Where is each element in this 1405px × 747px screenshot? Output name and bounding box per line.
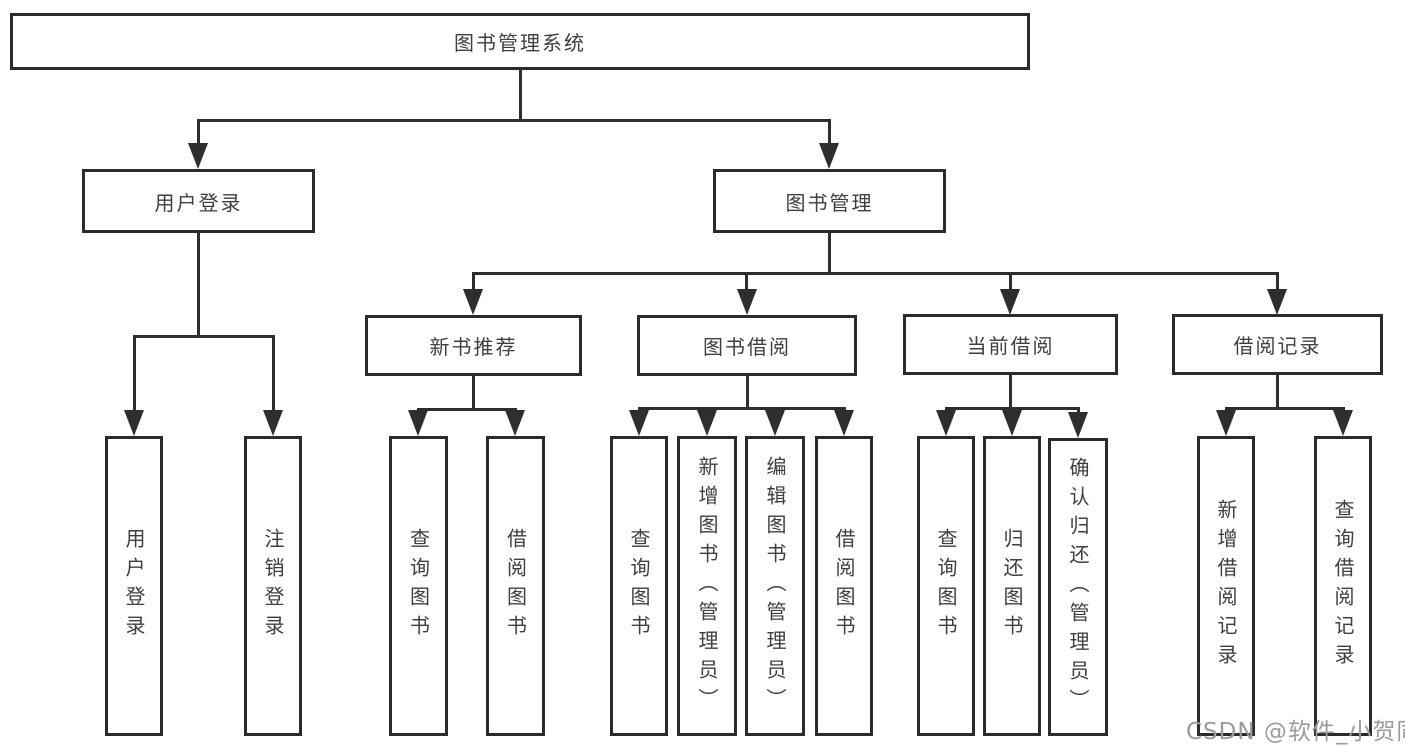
- connector-line: [828, 233, 831, 274]
- connector-line: [197, 233, 200, 337]
- leaf-query-books-3: 查询图书: [917, 436, 975, 736]
- arrow-down-icon: [834, 410, 854, 436]
- arrow-down-icon: [629, 410, 649, 436]
- node-user-login: 用户登录: [82, 169, 315, 233]
- arrow-down-icon: [1000, 289, 1020, 315]
- arrow-down-icon: [819, 143, 839, 169]
- arrow-down-icon: [1216, 410, 1236, 436]
- arrow-down-icon: [124, 410, 144, 436]
- leaf-query-borrow-record: 查询借阅记录: [1314, 436, 1372, 736]
- arrow-down-icon: [737, 289, 757, 315]
- leaf-borrow-books: 借阅图书: [486, 436, 545, 736]
- arrow-down-icon: [1267, 289, 1287, 315]
- connector-line: [1276, 375, 1279, 409]
- arrow-down-icon: [1002, 410, 1022, 436]
- leaf-borrow-books-2: 借阅图书: [815, 436, 873, 736]
- connector-line: [133, 335, 136, 413]
- connector-line: [519, 70, 522, 122]
- leaf-add-books-admin: 新增图书（管理员）: [677, 436, 737, 736]
- leaf-add-borrow-record: 新增借阅记录: [1197, 436, 1255, 736]
- arrow-down-icon: [188, 143, 208, 169]
- connector-line: [639, 407, 845, 410]
- connector-line: [197, 119, 200, 149]
- arrow-down-icon: [936, 410, 956, 436]
- watermark: CSDN @软件_小贺同学: [1186, 719, 1405, 745]
- connector-line: [1009, 272, 1012, 292]
- node-book-borrowing: 图书借阅: [637, 315, 857, 376]
- arrow-down-icon: [697, 410, 717, 436]
- leaf-return-books: 归还图书: [983, 436, 1041, 736]
- arrow-down-icon: [263, 410, 283, 436]
- connector-line: [828, 119, 831, 149]
- connector-line: [1276, 272, 1279, 292]
- node-borrowing-records: 借阅记录: [1172, 314, 1383, 375]
- leaf-user-login: 用户登录: [105, 436, 163, 736]
- connector-line: [197, 119, 831, 122]
- node-book-management: 图书管理: [713, 169, 946, 233]
- arrow-down-icon: [463, 289, 483, 315]
- node-library-management-system: 图书管理系统: [10, 13, 1030, 70]
- connector-line: [418, 408, 517, 411]
- arrow-down-icon: [1068, 412, 1088, 438]
- connector-line: [1226, 407, 1344, 410]
- connector-line: [745, 272, 748, 292]
- arrow-down-icon: [505, 410, 525, 436]
- leaf-query-books: 查询图书: [389, 436, 448, 736]
- leaf-logout-login: 注销登录: [244, 436, 302, 736]
- arrow-down-icon: [765, 410, 785, 436]
- leaf-query-books-2: 查询图书: [610, 436, 668, 736]
- node-current-borrowing: 当前借阅: [903, 314, 1118, 375]
- connector-line: [134, 335, 275, 338]
- connector-line: [472, 272, 475, 292]
- connector-line: [272, 335, 275, 413]
- node-new-book-recommendation: 新书推荐: [365, 315, 582, 376]
- connector-line: [746, 376, 749, 409]
- arrow-down-icon: [408, 410, 428, 436]
- connector-line: [472, 272, 1279, 275]
- connector-line: [1009, 375, 1012, 409]
- connector-line: [472, 376, 475, 410]
- leaf-edit-books-admin: 编辑图书（管理员）: [745, 436, 805, 736]
- leaf-confirm-return-admin: 确认归还（管理员）: [1048, 438, 1108, 736]
- arrow-down-icon: [1333, 410, 1353, 436]
